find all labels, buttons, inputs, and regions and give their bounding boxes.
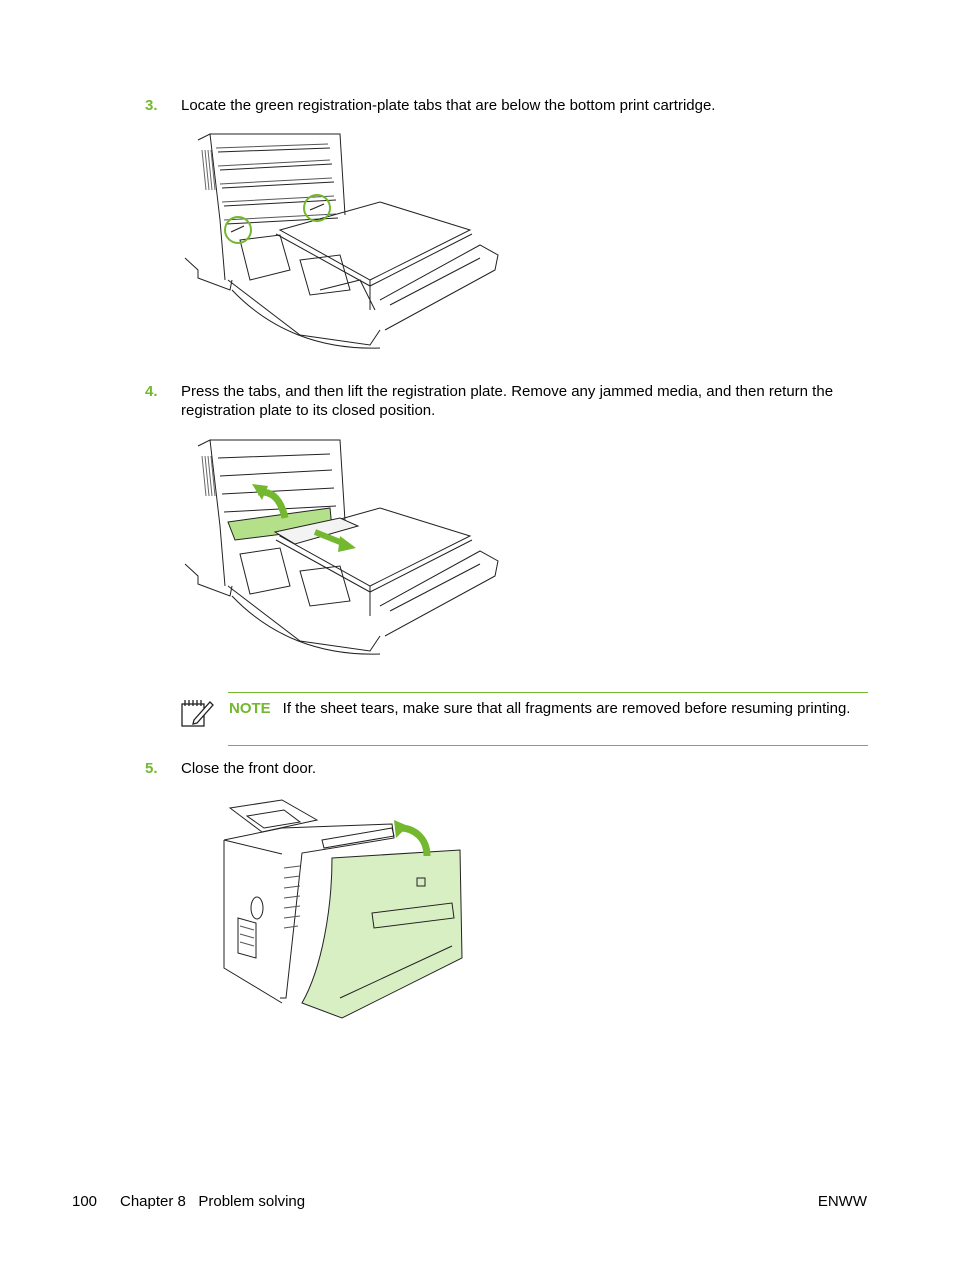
note-icon bbox=[181, 700, 214, 727]
footer-right-label: ENWW bbox=[817, 1193, 867, 1210]
chapter-title: Chapter 8 Problem solving bbox=[120, 1193, 306, 1210]
step-text: Press the tabs, and then lift the regist… bbox=[181, 383, 834, 419]
step-text: Locate the green registration-plate tabs… bbox=[181, 97, 716, 114]
note-bottom-rule bbox=[228, 745, 868, 746]
step-number: 4. bbox=[145, 383, 158, 400]
step-number: 5. bbox=[145, 760, 158, 777]
note-box: NOTE If the sheet tears, make sure that a… bbox=[180, 690, 868, 746]
page-number: 100 bbox=[72, 1193, 98, 1210]
note-label: NOTE bbox=[229, 700, 271, 717]
note-text: If the sheet tears, make sure that all f… bbox=[282, 700, 851, 717]
close-front-door-illustration bbox=[223, 799, 463, 1019]
step-text: Close the front door. bbox=[181, 760, 317, 777]
lift-registration-plate-illustration bbox=[184, 439, 499, 655]
step-number: 3. bbox=[145, 97, 158, 114]
registration-tabs-illustration bbox=[184, 133, 499, 349]
note-body: NOTE If the sheet tears, make sure that a… bbox=[229, 699, 867, 719]
note-top-rule bbox=[228, 692, 868, 693]
